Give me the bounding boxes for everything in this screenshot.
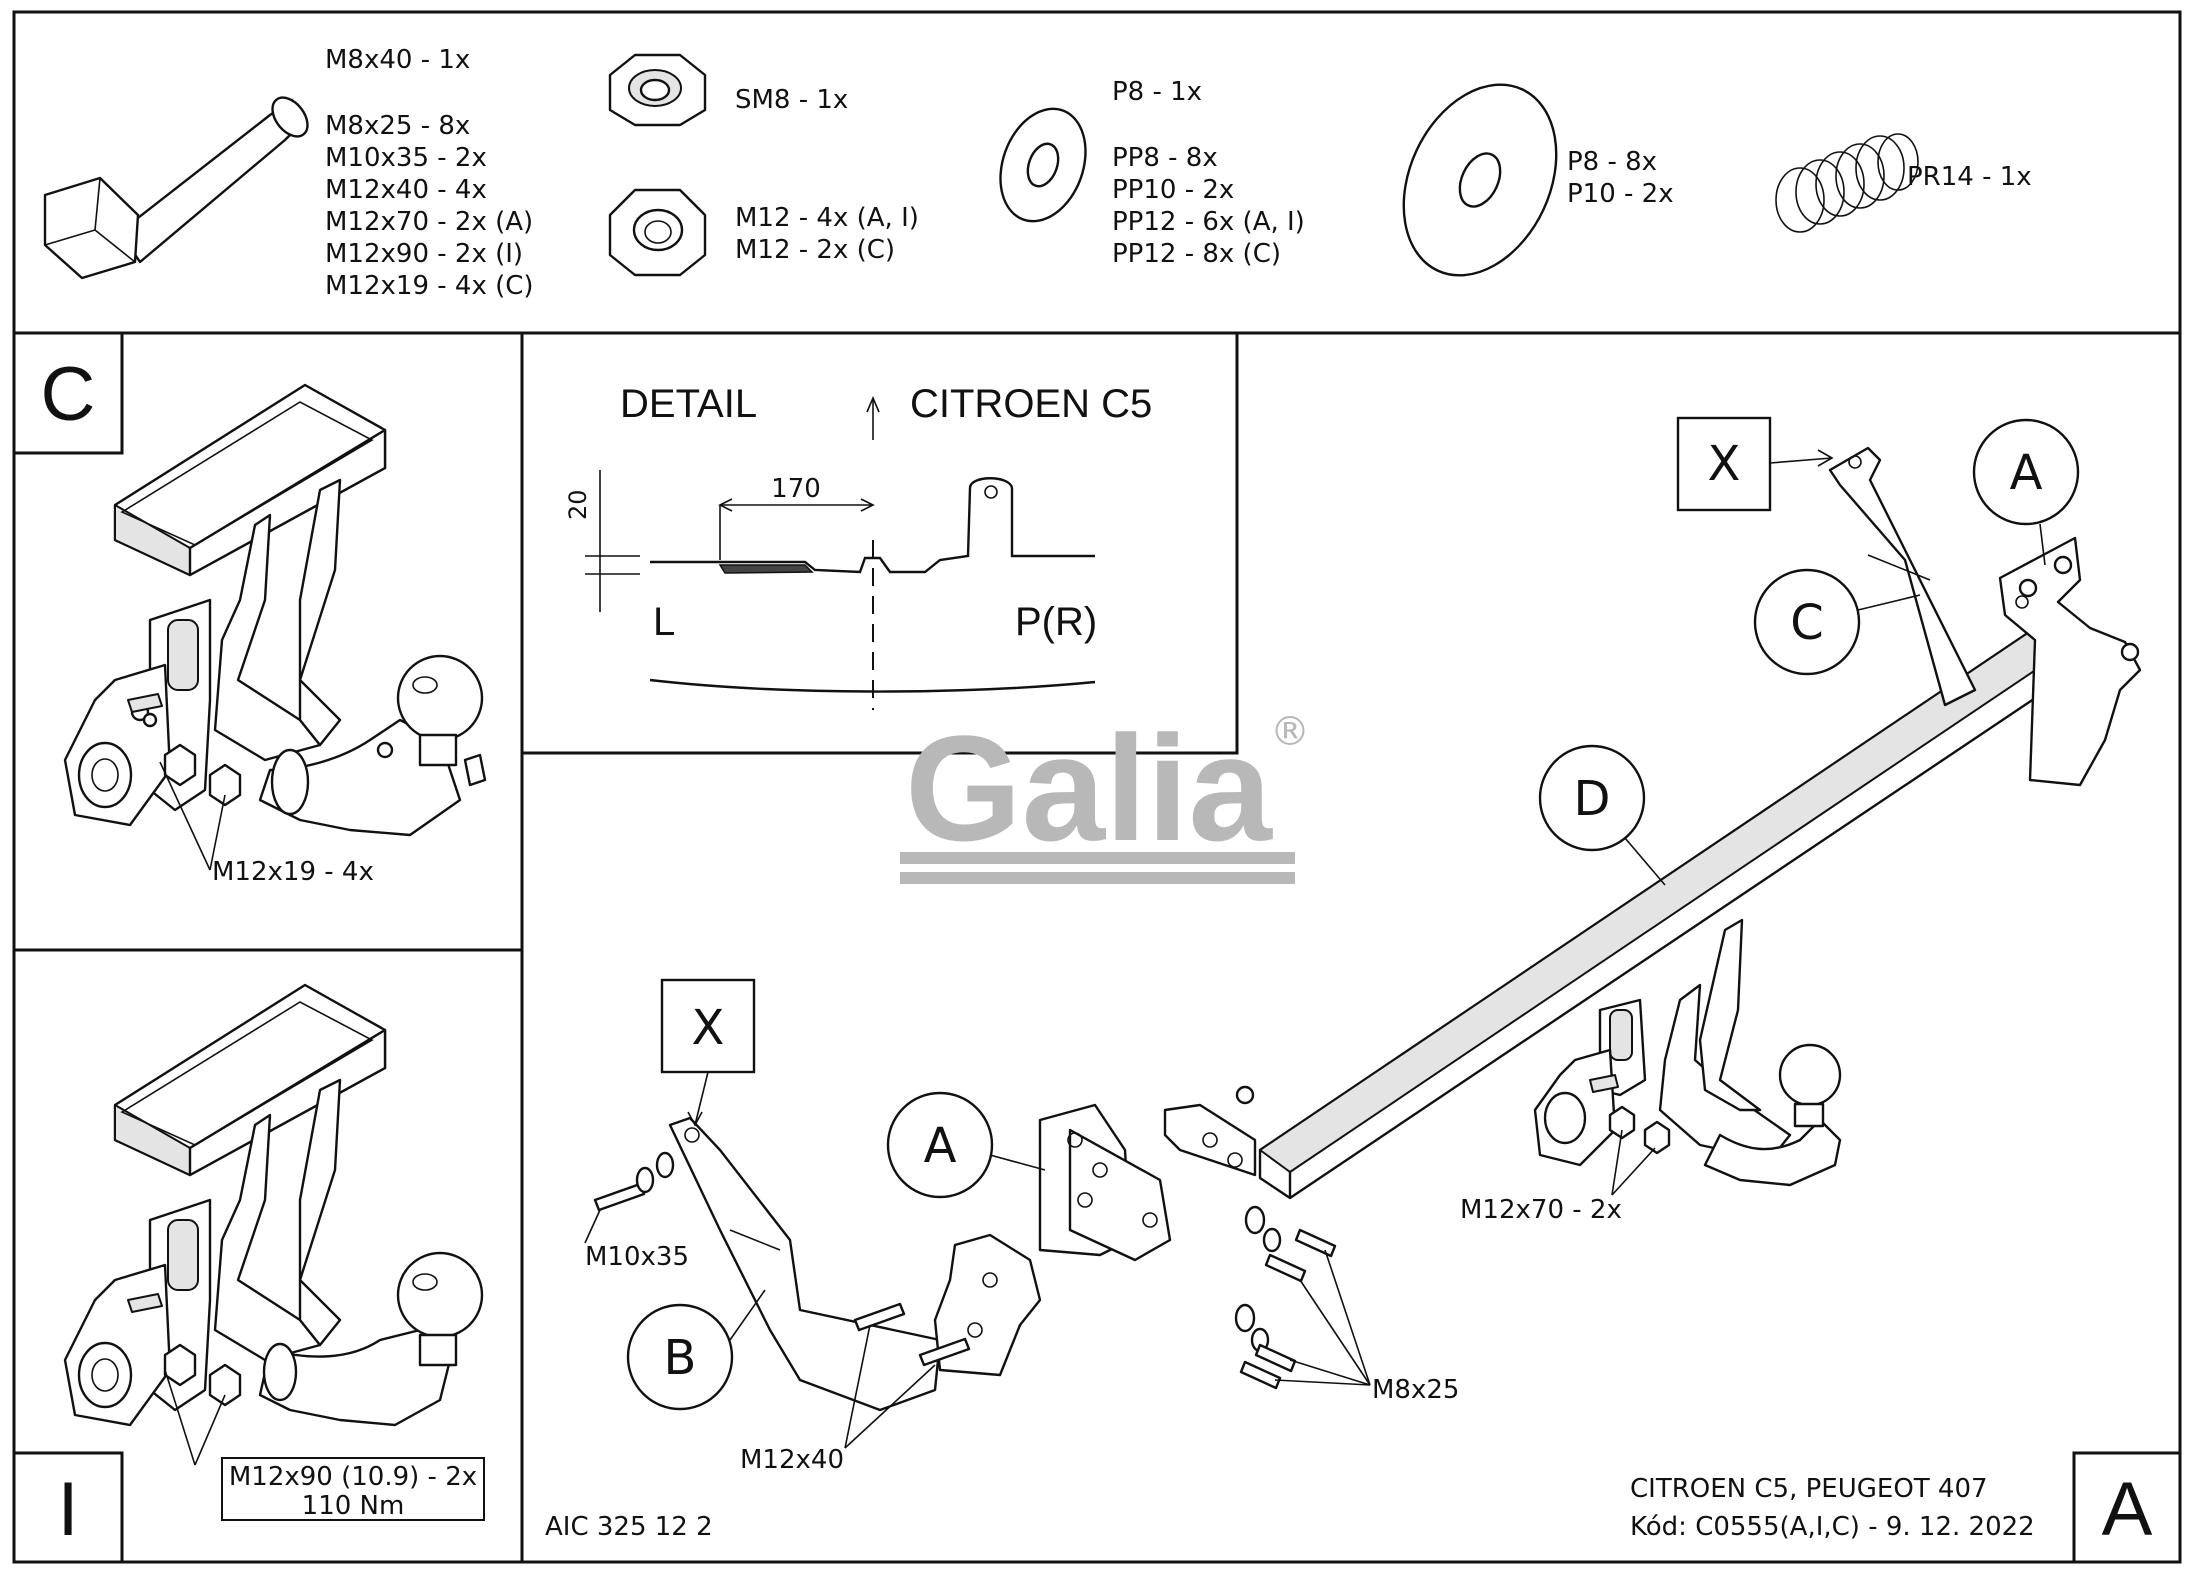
washer-small-spec-1: P8 - 1x xyxy=(1112,77,1202,107)
panel-c-leader-1 xyxy=(159,761,211,871)
label-x-top-box xyxy=(1676,416,1772,512)
panel-c-leader-2 xyxy=(209,794,226,871)
bolt-spec-2: M8x25 - 8x xyxy=(325,111,470,141)
label-d: D xyxy=(1574,771,1611,827)
lock-nut-icon xyxy=(608,53,707,127)
panel-i-towbar-icon xyxy=(63,983,484,1427)
panel-i-leader-2 xyxy=(194,1394,226,1466)
detail-box xyxy=(522,333,1239,755)
label-x-left-box xyxy=(660,978,756,1074)
galia-logo: Galia ® xyxy=(900,704,1310,884)
callout-m12x40: M12x40 xyxy=(740,1445,844,1475)
hex-nut-icon xyxy=(608,188,707,277)
washer-small-spec-2: PP8 - 8x xyxy=(1112,143,1218,173)
detail-title-right: CITROEN C5 xyxy=(910,382,1152,426)
label-b-circle xyxy=(626,1303,734,1411)
panel-i-callout-line1: M12x90 (10.9) - 2x xyxy=(229,1462,477,1492)
panel-c-callout: M12x19 - 4x xyxy=(212,857,374,887)
bolt-spec-4: M12x40 - 4x xyxy=(325,175,487,205)
bolt-spec-6: M12x90 - 2x (I) xyxy=(325,239,523,269)
detail-title-left: DETAIL xyxy=(620,382,757,426)
washer-small-spec-4: PP12 - 6x (A, I) xyxy=(1112,207,1305,237)
spring-icon xyxy=(1775,133,1919,233)
nut-m12-spec-2: M12 - 2x (C) xyxy=(735,235,895,265)
footer-vehicle: CITROEN C5, PEUGEOT 407 xyxy=(1630,1474,1988,1504)
detail-side-left: L xyxy=(653,600,675,644)
panel-i-callout-box xyxy=(221,1457,485,1521)
svg-text:Galia: Galia xyxy=(905,704,1273,872)
detail-dim-width-label: 170 xyxy=(771,474,821,504)
label-b: B xyxy=(664,1330,697,1386)
bolt-icon xyxy=(43,96,309,280)
bolt-spec-7: M12x19 - 4x (C) xyxy=(325,271,534,301)
callout-m10x35: M10x35 xyxy=(585,1242,689,1272)
label-x-left: X xyxy=(692,1000,725,1056)
washer-small-spec-5: PP12 - 8x (C) xyxy=(1112,239,1281,269)
bolt-spec-3: M10x35 - 2x xyxy=(325,143,487,173)
washer-large-spec-2: P10 - 2x xyxy=(1567,179,1674,209)
nut-m12-spec-1: M12 - 4x (A, I) xyxy=(735,203,919,233)
panel-c-tag: C xyxy=(41,352,96,437)
callout-m8x25: M8x25 xyxy=(1372,1375,1459,1405)
label-c: C xyxy=(1790,595,1824,651)
detail-dim-height-label: 20 xyxy=(564,489,592,520)
bolt-spec-1: M8x40 - 1x xyxy=(325,45,470,75)
bolt-spec-5: M12x70 - 2x (A) xyxy=(325,207,533,237)
callout-m12x70: M12x70 - 2x xyxy=(1460,1195,1622,1225)
label-x-top: X xyxy=(1708,436,1741,492)
svg-text:®: ® xyxy=(1270,709,1310,755)
panel-i-leader-1 xyxy=(164,1369,196,1466)
label-a-right-circle xyxy=(1972,418,2080,526)
label-d-circle xyxy=(1538,744,1646,852)
right-bracket-a xyxy=(1998,536,2142,787)
footer-code: AIC 325 12 2 xyxy=(545,1512,713,1542)
left-bracket-b xyxy=(668,1116,942,1412)
support-arm-c xyxy=(1828,446,1977,707)
panel-c-tag-box xyxy=(12,331,124,455)
label-a-mid: A xyxy=(924,1118,957,1174)
tow-hitch-assembly xyxy=(1533,918,1842,1187)
washer-large-icon xyxy=(1402,83,1558,277)
washer-large-spec-1: P8 - 8x xyxy=(1567,147,1657,177)
panel-i-tag: I xyxy=(57,1467,78,1552)
panel-a-tag-box xyxy=(2072,1451,2182,1564)
panel-a-tag: A xyxy=(2102,1467,2153,1552)
washer-small-spec-3: PP10 - 2x xyxy=(1112,175,1234,205)
label-a-mid-circle xyxy=(886,1091,994,1199)
outer-frame xyxy=(12,10,2182,1564)
label-c-circle xyxy=(1753,568,1861,676)
washer-small-icon xyxy=(999,107,1087,223)
panel-i-tag-box xyxy=(12,1451,124,1564)
footer-kod: Kód: C0555(A,I,C) - 9. 12. 2022 xyxy=(1630,1512,2035,1542)
panel-c-towbar-icon xyxy=(63,383,487,837)
nut-sm8-spec: SM8 - 1x xyxy=(735,85,848,115)
panel-i-callout-line2: 110 Nm xyxy=(302,1491,405,1521)
label-a-right: A xyxy=(2010,445,2043,501)
detail-side-right: P(R) xyxy=(1015,600,1097,644)
detail-profile-icon xyxy=(649,477,1096,710)
mid-plates-a xyxy=(933,1103,1257,1377)
spring-spec: PR14 - 1x xyxy=(1907,162,2032,192)
